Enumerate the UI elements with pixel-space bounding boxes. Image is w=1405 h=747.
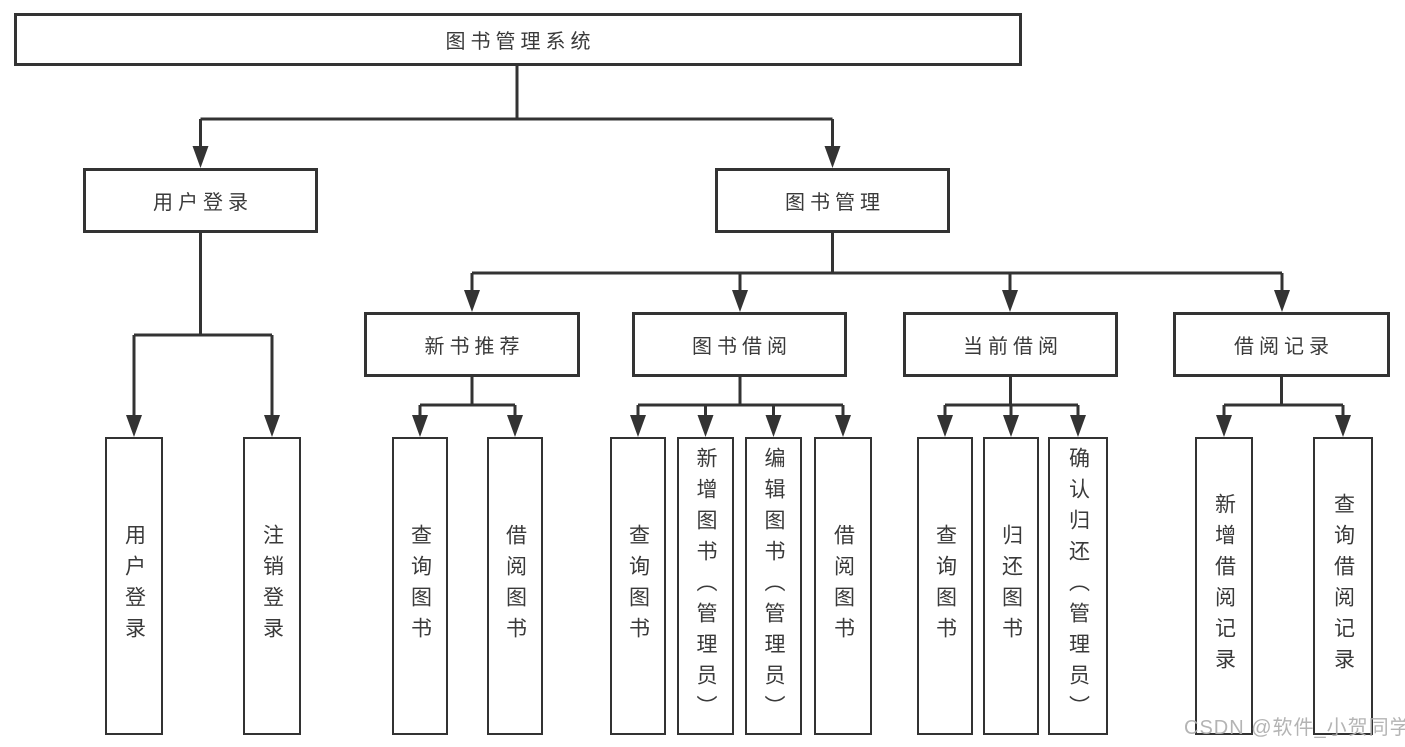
leaf-borrow-books-recommend: 借阅图书 <box>487 437 543 735</box>
node-root-label: 图书管理系统 <box>445 31 596 53</box>
leaf-add-borrow-record-label: 新增借阅记录 <box>1212 493 1236 679</box>
node-book-borrow: 图书借阅 <box>632 312 847 377</box>
leaf-query-books-borrow-label: 查询图书 <box>626 524 650 648</box>
leaf-logout: 注销登录 <box>243 437 301 735</box>
leaf-query-borrow-record: 查询借阅记录 <box>1313 437 1373 735</box>
node-new-book-recommend-label: 新书推荐 <box>424 336 525 358</box>
arrowhead-icons <box>126 146 1351 437</box>
leaf-query-books-borrow: 查询图书 <box>610 437 666 735</box>
leaf-confirm-return-admin: 确认归还（管理员） <box>1048 437 1108 735</box>
edge-current-borrow <box>943 377 1080 416</box>
leaf-edit-books-admin: 编辑图书（管理员） <box>745 437 802 735</box>
leaf-return-books-label: 归还图书 <box>999 524 1023 648</box>
node-root: 图书管理系统 <box>14 13 1022 66</box>
node-user-login-label: 用户登录 <box>153 192 253 214</box>
edge-book-management <box>470 233 1284 291</box>
node-borrow-records: 借阅记录 <box>1173 312 1390 377</box>
leaf-query-books-recommend: 查询图书 <box>392 437 448 735</box>
leaf-return-books: 归还图书 <box>983 437 1039 735</box>
csdn-watermark: CSDN @软件_小贺同学 <box>1184 717 1405 739</box>
leaf-query-books-current: 查询图书 <box>917 437 973 735</box>
edge-new-book-recommend <box>418 377 517 416</box>
leaf-add-books-admin: 新增图书（管理员） <box>677 437 734 735</box>
leaf-logout-label: 注销登录 <box>260 524 284 648</box>
node-book-management-label: 图书管理 <box>785 192 885 214</box>
node-new-book-recommend: 新书推荐 <box>364 312 580 377</box>
edge-user-login <box>132 233 274 416</box>
leaf-borrow-books-borrow-label: 借阅图书 <box>831 524 855 648</box>
leaf-borrow-books-recommend-label: 借阅图书 <box>503 524 527 648</box>
leaf-user-login: 用户登录 <box>105 437 163 735</box>
leaf-borrow-books-borrow: 借阅图书 <box>814 437 872 735</box>
leaf-query-books-current-label: 查询图书 <box>933 524 957 648</box>
connectors <box>126 66 1351 437</box>
node-book-management: 图书管理 <box>715 168 950 233</box>
node-current-borrow: 当前借阅 <box>903 312 1118 377</box>
leaf-query-borrow-record-label: 查询借阅记录 <box>1331 493 1355 679</box>
leaf-query-books-recommend-label: 查询图书 <box>408 524 432 648</box>
edge-book-borrow <box>636 377 845 416</box>
leaf-add-books-admin-label: 新增图书（管理员） <box>694 446 717 726</box>
edge-borrow-records <box>1222 377 1345 416</box>
leaf-confirm-return-admin-label: 确认归还（管理员） <box>1066 446 1090 726</box>
edge-root <box>199 66 834 147</box>
leaf-add-borrow-record: 新增借阅记录 <box>1195 437 1253 735</box>
node-user-login: 用户登录 <box>83 168 318 233</box>
leaf-edit-books-admin-label: 编辑图书（管理员） <box>762 446 785 726</box>
node-book-borrow-label: 图书借阅 <box>692 336 792 358</box>
leaf-user-login-label: 用户登录 <box>122 524 146 648</box>
node-current-borrow-label: 当前借阅 <box>963 336 1063 358</box>
node-borrow-records-label: 借阅记录 <box>1234 336 1334 358</box>
